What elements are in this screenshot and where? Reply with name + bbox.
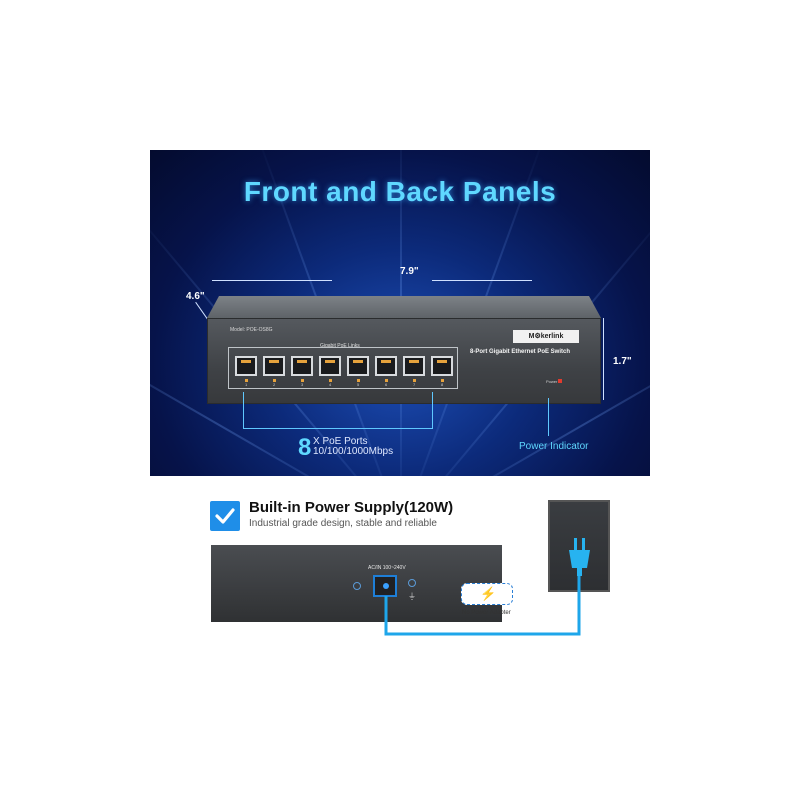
switch-front-panel: Model: POE-OS8G Gigabit PoE Links 1 2 3 4 5 6… <box>207 318 601 404</box>
ethernet-port <box>291 356 313 376</box>
ports-callout-bracket <box>243 392 433 429</box>
port-led <box>357 379 360 382</box>
port-number-label: 8 <box>441 382 444 387</box>
screw-icon <box>353 582 361 590</box>
width-dimension-line <box>432 280 532 281</box>
port-number-label: 5 <box>357 382 360 387</box>
no-adapter-label: No Power Adapter <box>462 610 511 616</box>
ports-caption-line2: 10/100/1000Mbps <box>313 446 394 457</box>
ethernet-port <box>319 356 341 376</box>
port-led <box>273 379 276 382</box>
switch-back-panel: AC/IN 100~240V ⏚ <box>211 545 502 622</box>
ethernet-port <box>431 356 453 376</box>
power-led-label: Power <box>546 379 558 384</box>
feature-subtitle: Industrial grade design, stable and reli… <box>249 518 437 529</box>
ports-count: 8 <box>298 434 312 461</box>
brand-logo: M⚙kerlink <box>513 330 579 343</box>
no-adapter-box: ⚡ <box>461 583 513 605</box>
port-led <box>245 379 248 382</box>
power-indicator-callout-line <box>548 398 549 436</box>
port-frame: 1 2 3 4 5 6 7 8 <box>228 347 458 389</box>
ground-icon: ⏚ <box>408 592 416 601</box>
feature-title: Built-in Power Supply(120W) <box>249 499 454 516</box>
port-group-label: Gigabit PoE Links <box>320 343 360 349</box>
plug-icon <box>569 538 590 576</box>
port-number-label: 6 <box>385 382 388 387</box>
switch-product-name: 8-Port Gigabit Ethernet PoE Switch <box>470 349 571 355</box>
width-dimension-line <box>212 280 332 281</box>
ethernet-port <box>347 356 369 376</box>
port-led <box>301 379 304 382</box>
ports-caption: X PoE Ports 10/100/1000Mbps <box>313 437 393 457</box>
ethernet-port <box>263 356 285 376</box>
ethernet-port <box>235 356 257 376</box>
port-led <box>441 379 444 382</box>
port-led <box>329 379 332 382</box>
lightning-icon: ⚡ <box>480 586 497 601</box>
screw-icon <box>408 579 416 587</box>
checkmark-icon <box>210 501 240 531</box>
switch-model: Model: POE-OS8G <box>230 327 273 333</box>
height-label: 1.7" <box>613 356 632 367</box>
ethernet-port <box>375 356 397 376</box>
power-indicator-label: Power Indicator <box>519 441 589 452</box>
port-led <box>385 379 388 382</box>
front-back-panels-banner: Front and Back Panels 7.9" 4.6" 1.7" Mod… <box>150 150 650 476</box>
port-number-label: 1 <box>245 382 248 387</box>
banner-title: Front and Back Panels <box>243 176 557 207</box>
port-number-label: 2 <box>273 382 276 387</box>
port-led <box>413 379 416 382</box>
power-led <box>558 379 562 383</box>
acin-label: AC/IN 100~240V <box>368 565 406 571</box>
switch-top-face <box>207 296 601 318</box>
port-number-label: 3 <box>301 382 304 387</box>
ports-caption-line1: X PoE Ports <box>313 436 368 447</box>
width-label: 7.9" <box>400 266 419 277</box>
port-number-label: 4 <box>329 382 332 387</box>
ethernet-port <box>403 356 425 376</box>
depth-label: 4.6" <box>186 291 205 302</box>
port-number-label: 7 <box>413 382 416 387</box>
height-dimension-line <box>603 318 604 400</box>
